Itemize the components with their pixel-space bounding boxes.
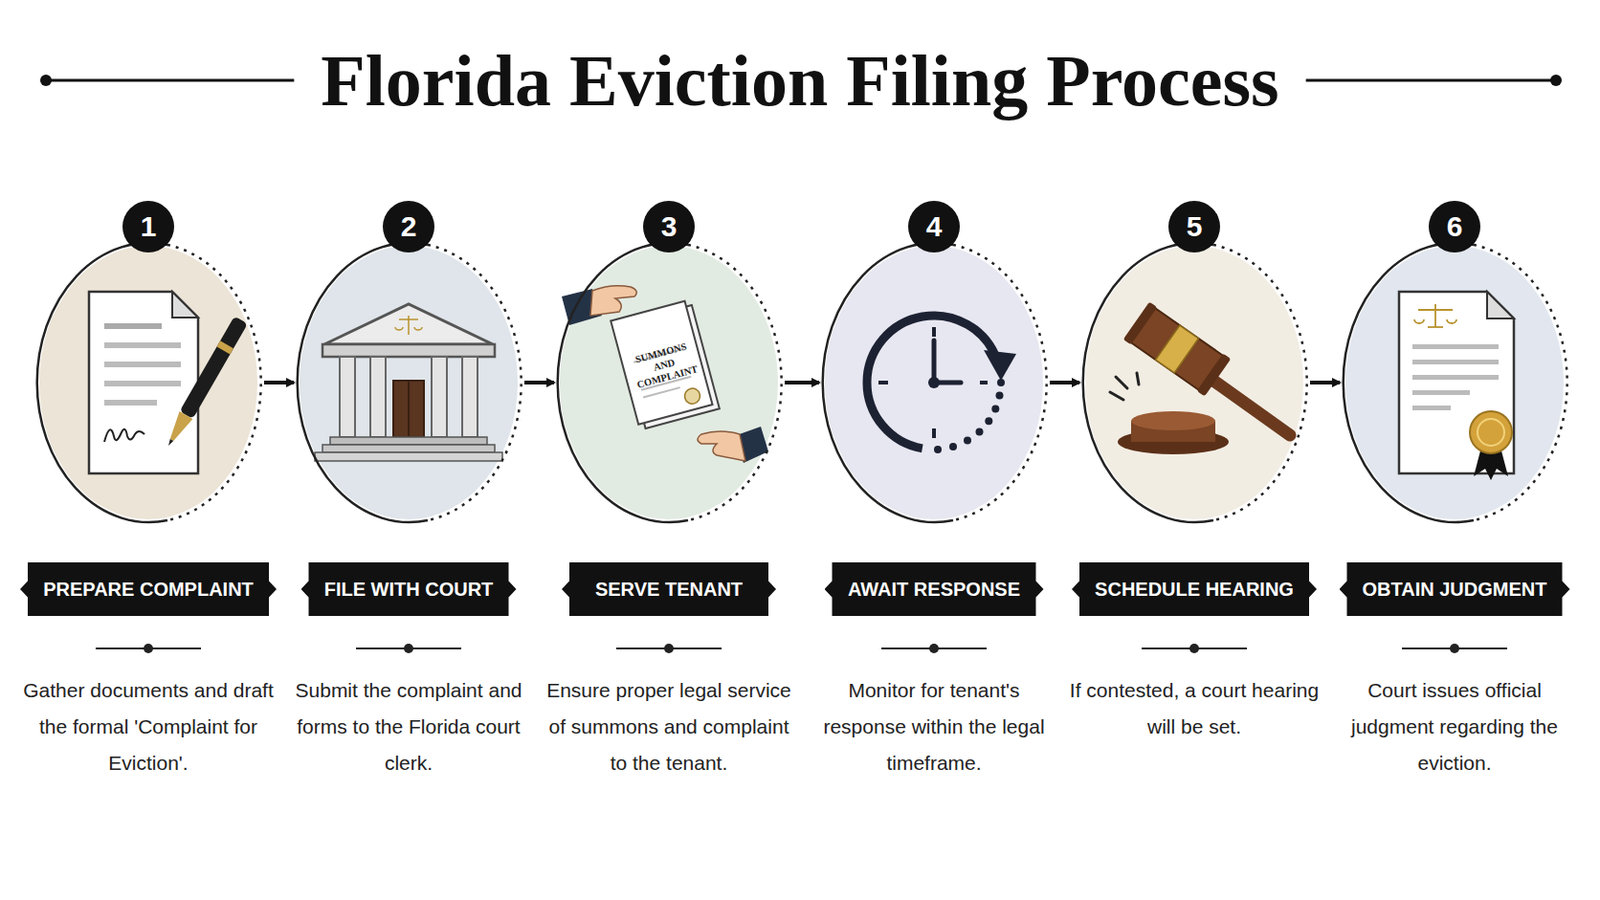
title-rule bbox=[1306, 79, 1556, 83]
banner-rules bbox=[95, 647, 1508, 650]
step-circle: 4 bbox=[819, 200, 1049, 527]
document-icon bbox=[88, 291, 248, 474]
diagram-title: Florida Eviction Filing Process bbox=[0, 32, 1600, 129]
step-title: SCHEDULE HEARING bbox=[1073, 562, 1315, 617]
step-description: Ensure proper legal service of summons a… bbox=[543, 672, 795, 782]
circle-arc-dashed bbox=[167, 244, 262, 521]
circle-arc bbox=[297, 243, 428, 523]
flow-arrow bbox=[1310, 380, 1340, 385]
title-dot bbox=[40, 74, 52, 87]
step-number: 5 bbox=[1168, 200, 1221, 253]
step-description: Gather documents and draft the formal 'C… bbox=[20, 672, 277, 782]
step-number: 6 bbox=[1428, 200, 1481, 253]
circle-bounds bbox=[556, 243, 781, 523]
circle-fill bbox=[559, 245, 778, 520]
banner-shape: FILE WITH COURT bbox=[301, 562, 517, 617]
step-banner: AWAIT RESPONSE Monitor for tenant's respo… bbox=[808, 562, 1060, 782]
step-title: OBTAIN JUDGMENT bbox=[1341, 562, 1569, 617]
step-number: 3 bbox=[643, 200, 695, 253]
step-circle: 1 bbox=[33, 200, 264, 527]
circle-arc-dashed bbox=[1213, 244, 1308, 521]
step-banner: SCHEDULE HEARING If contested, a court he… bbox=[1068, 562, 1320, 746]
flow-arrow bbox=[784, 380, 820, 385]
step-title: SERVE TENANT bbox=[574, 562, 764, 617]
circle-bounds bbox=[36, 243, 261, 523]
step-title: PREPARE COMPLAINT bbox=[22, 562, 275, 617]
step-number: 4 bbox=[908, 200, 960, 253]
gavel-icon bbox=[1110, 302, 1290, 455]
step-banner: OBTAIN JUDGMENT Court issues official jud… bbox=[1329, 562, 1580, 782]
step-description: If contested, a court hearing will be se… bbox=[1068, 672, 1320, 746]
circle-arc-dashed bbox=[953, 244, 1047, 521]
step-circle: 2 bbox=[293, 200, 524, 527]
clock-icon bbox=[866, 315, 1017, 454]
step-number: 1 bbox=[122, 200, 175, 253]
banner-shape: AWAIT RESPONSE bbox=[824, 562, 1045, 617]
step-description: Monitor for tenant's response within the… bbox=[808, 672, 1060, 782]
step-title: AWAIT RESPONSE bbox=[826, 562, 1042, 617]
circle-bounds bbox=[296, 243, 521, 523]
step-circle: 6 bbox=[1339, 200, 1570, 527]
flow-arrow bbox=[1049, 380, 1080, 385]
banner-shape: PREPARE COMPLAINT bbox=[20, 562, 277, 617]
document-label: SUMMONS AND COMPLAINT bbox=[625, 337, 703, 392]
circle-fill bbox=[1085, 245, 1304, 520]
circle-arc-dashed bbox=[427, 244, 522, 521]
courthouse-icon bbox=[314, 304, 503, 462]
step-banner: SERVE TENANT Ensure proper legal service … bbox=[543, 562, 795, 782]
step-circle: 5 bbox=[1079, 200, 1310, 527]
circle-arc bbox=[1343, 243, 1474, 523]
step-description: Court issues official judgment regarding… bbox=[1329, 672, 1580, 782]
circle-fill bbox=[1345, 245, 1564, 520]
step-number: 2 bbox=[382, 200, 435, 253]
circle-arc bbox=[37, 243, 168, 523]
title-dot bbox=[1550, 74, 1562, 87]
flow-arrow bbox=[264, 380, 294, 385]
step-description: Submit the complaint and forms to the Fl… bbox=[283, 672, 534, 782]
hands-icon bbox=[561, 286, 769, 464]
banner-shape: SERVE TENANT bbox=[561, 562, 777, 617]
step-banner: FILE WITH COURT Submit the complaint and … bbox=[283, 562, 534, 782]
circle-arc-dashed bbox=[688, 244, 782, 521]
step-title: FILE WITH COURT bbox=[303, 562, 515, 617]
circle-arc bbox=[822, 243, 954, 523]
certificate-icon bbox=[1399, 291, 1514, 481]
circle-bounds bbox=[1082, 243, 1307, 523]
title-rule bbox=[45, 79, 294, 83]
circle-arc-dashed bbox=[1473, 244, 1568, 521]
banner-dots bbox=[143, 644, 1460, 654]
circle-arc bbox=[1083, 243, 1214, 523]
circle-fill bbox=[39, 245, 258, 520]
circle-bounds bbox=[1342, 243, 1567, 523]
title-text: Florida Eviction Filing Process bbox=[320, 40, 1279, 121]
circle-fill bbox=[299, 245, 518, 520]
banner-shape: SCHEDULE HEARING bbox=[1071, 562, 1317, 617]
circle-fill bbox=[824, 245, 1044, 520]
banner-shape: OBTAIN JUDGMENT bbox=[1339, 562, 1571, 617]
circle-bounds bbox=[822, 243, 1046, 523]
step-banner: PREPARE COMPLAINT Gather documents and dr… bbox=[20, 562, 277, 782]
flow-arrow bbox=[524, 380, 555, 385]
